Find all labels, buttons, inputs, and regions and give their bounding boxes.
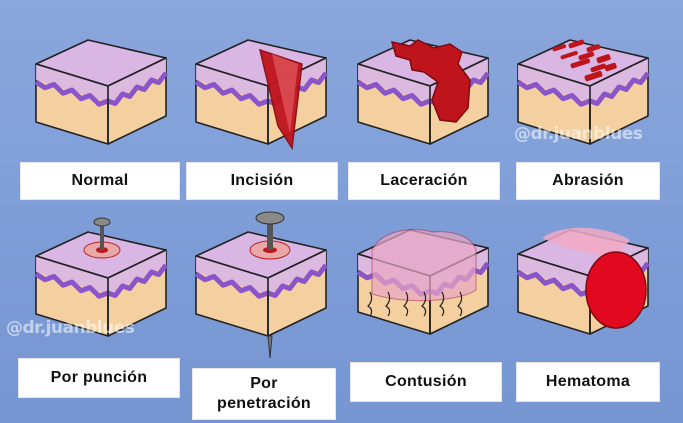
panel-hematoma: Hematoma bbox=[512, 210, 660, 400]
skin-block-normal bbox=[30, 30, 178, 150]
label-abrasion: Abrasión bbox=[516, 162, 660, 200]
pin-shaft bbox=[100, 224, 104, 250]
label-penetracion: Por penetración bbox=[192, 368, 336, 420]
panel-normal: Normal bbox=[30, 30, 178, 200]
contusion-area bbox=[372, 229, 476, 300]
skin-block-laceracion bbox=[352, 30, 500, 150]
pin-head bbox=[94, 218, 110, 226]
skin-block-contusion bbox=[352, 210, 500, 340]
nail-head bbox=[256, 212, 284, 224]
label-contusion: Contusión bbox=[350, 362, 502, 402]
label-puncion: Por punción bbox=[18, 358, 180, 398]
hematoma-pool bbox=[586, 252, 646, 328]
watermark-bottom: @dr.juanblues bbox=[6, 318, 134, 338]
skin-block-penetracion bbox=[190, 210, 338, 360]
panel-laceracion: Laceración bbox=[352, 30, 500, 200]
watermark-top: @dr.juanblues bbox=[514, 124, 642, 144]
panel-penetracion: Por penetración bbox=[190, 210, 338, 410]
label-normal: Normal bbox=[20, 162, 180, 200]
label-hematoma: Hematoma bbox=[516, 362, 660, 402]
panel-puncion: Por punción bbox=[30, 210, 178, 400]
panel-abrasion: Abrasión bbox=[512, 30, 660, 200]
nail-tip bbox=[268, 336, 272, 358]
skin-block-incision bbox=[190, 30, 338, 150]
panel-contusion: Contusión bbox=[352, 210, 500, 400]
skin-block-hematoma bbox=[512, 210, 660, 340]
label-laceracion: Laceración bbox=[348, 162, 500, 200]
label-incision: Incisión bbox=[186, 162, 338, 200]
panel-incision: Incisión bbox=[190, 30, 338, 200]
